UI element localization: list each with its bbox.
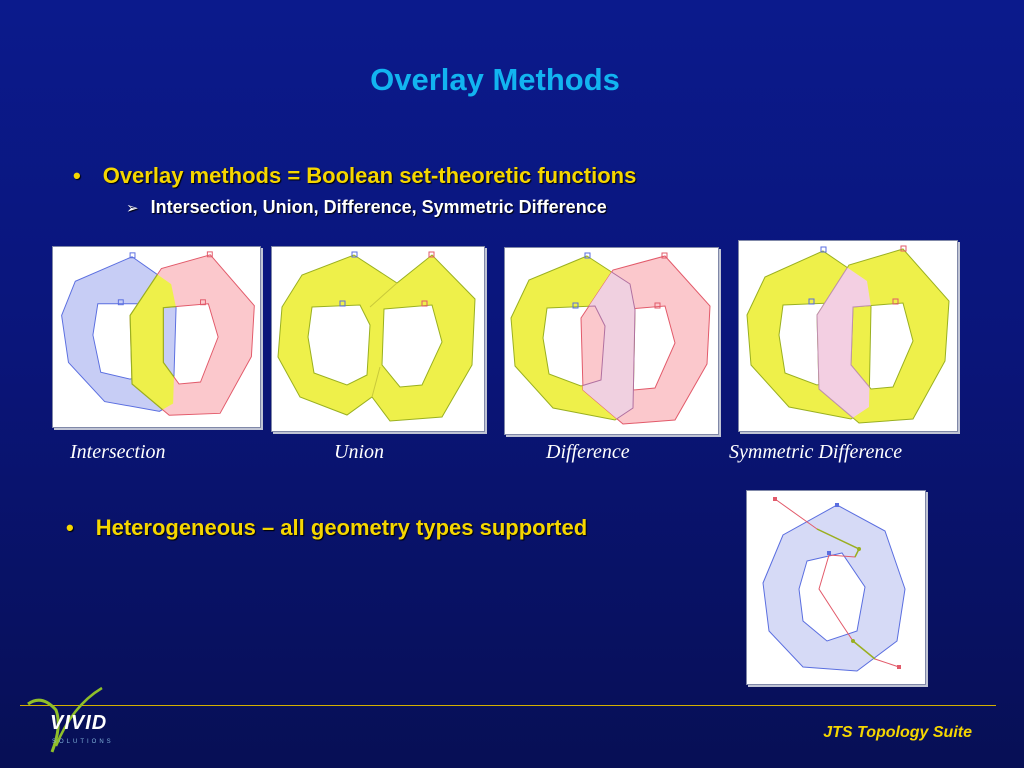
logo-subtext: SOLUTIONS bbox=[52, 739, 114, 745]
caption-difference: Difference bbox=[546, 441, 630, 463]
sub-bullet-text: Intersection, Union, Difference, Symmetr… bbox=[150, 197, 607, 217]
sub-bullet-arrow-icon: ➢ bbox=[126, 200, 139, 217]
bullet-text: Overlay methods = Boolean set-theoretic … bbox=[102, 163, 637, 188]
footer-divider bbox=[20, 705, 996, 706]
vivid-solutions-logo bbox=[27, 686, 103, 753]
sub-bullet-operations: ➢ Intersection, Union, Difference, Symme… bbox=[126, 197, 607, 218]
intersection-diagram bbox=[52, 246, 261, 428]
logo-text: VIVID bbox=[50, 712, 108, 734]
caption-intersection: Intersection bbox=[70, 441, 166, 463]
caption-union: Union bbox=[334, 441, 384, 463]
caption-symmetric-difference: Symmetric Difference bbox=[729, 441, 903, 463]
bullet-marker: • bbox=[66, 515, 74, 540]
difference-diagram bbox=[504, 247, 719, 435]
bullet-text: Heterogeneous – all geometry types suppo… bbox=[95, 515, 588, 540]
bullet-overlay-methods: • Overlay methods = Boolean set-theoreti… bbox=[73, 163, 636, 189]
heterogeneous-geometry-diagram bbox=[746, 490, 926, 685]
union-diagram bbox=[271, 246, 485, 432]
slide-title: Overlay Methods bbox=[370, 62, 620, 97]
footer-product-name: JTS Topology Suite bbox=[823, 724, 972, 741]
symmetric-difference-diagram bbox=[738, 240, 958, 432]
bullet-marker: • bbox=[73, 163, 81, 188]
bullet-heterogeneous: • Heterogeneous – all geometry types sup… bbox=[66, 515, 587, 541]
